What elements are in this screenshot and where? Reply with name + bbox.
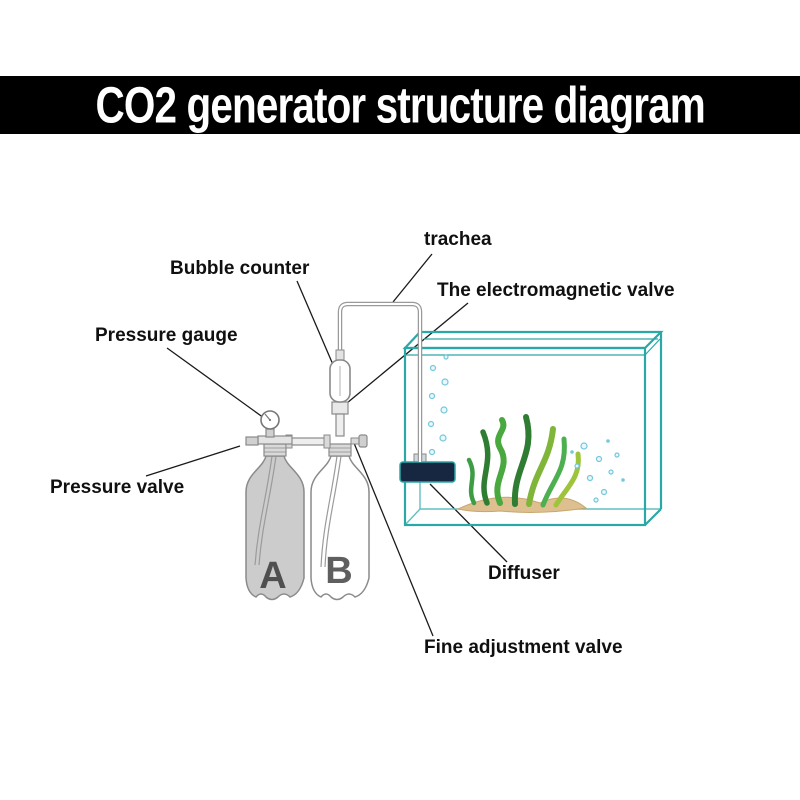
bubble-counter-shape <box>329 349 351 403</box>
bottle-b-letter: B <box>325 550 352 592</box>
page-title: CO2 generator structure diagram <box>95 76 705 134</box>
pressure-gauge-shape <box>245 410 293 446</box>
fine-adjustment-valve-shape <box>350 434 368 448</box>
title-banner: CO2 generator structure diagram <box>0 76 800 134</box>
label-pressure-gauge: Pressure gauge <box>95 325 238 346</box>
leader-lines <box>145 253 508 637</box>
pressure-valve-shape <box>245 436 259 446</box>
leader-electromagnetic-valve <box>346 302 469 404</box>
leader-fine-adjustment-valve <box>353 442 434 637</box>
leader-diffuser <box>429 483 508 563</box>
leader-trachea <box>392 253 433 303</box>
diffuser-shape <box>399 453 456 483</box>
aquarium-plants <box>466 414 581 508</box>
bottle-b-shape: B <box>310 443 370 601</box>
leader-bubble-counter <box>296 280 335 368</box>
sand-mound <box>456 496 588 513</box>
label-pressure-valve: Pressure valve <box>50 477 185 498</box>
cross-pipe <box>285 434 331 449</box>
leader-pressure-gauge <box>166 347 265 419</box>
leader-pressure-valve <box>145 445 241 477</box>
co2-bubbles <box>427 354 625 503</box>
label-diffuser: Diffuser <box>488 563 560 584</box>
trachea-tube <box>337 301 423 462</box>
label-bubble-counter: Bubble counter <box>170 258 310 279</box>
label-fine-adjustment-valve: Fine adjustment valve <box>424 637 623 658</box>
electromagnetic-valve-shape <box>331 401 349 437</box>
label-trachea: trachea <box>424 229 492 250</box>
bottle-a-letter: A <box>259 555 286 597</box>
label-electromagnetic-valve: The electromagnetic valve <box>437 280 675 301</box>
bottle-a-shape: A <box>245 443 305 601</box>
